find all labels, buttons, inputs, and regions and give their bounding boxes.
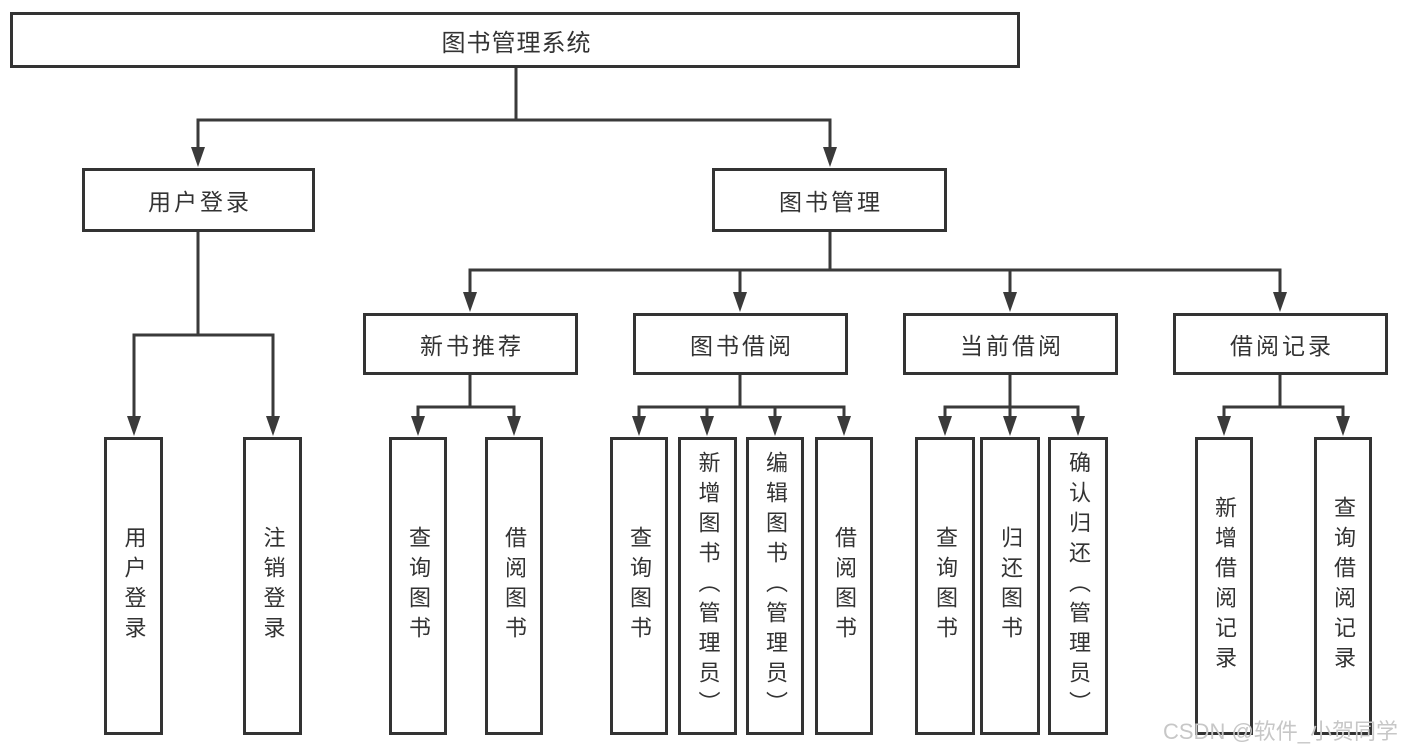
- node-new-book-recommend: 新书推荐: [363, 313, 578, 375]
- leaf-return-books-label: 归还图书: [998, 526, 1023, 646]
- connector-book-mgmt-split: [468, 230, 1282, 297]
- leaf-query-books-recommend-label: 查询图书: [406, 526, 431, 646]
- connector-user-login-split: [132, 230, 275, 421]
- node-library-system-label: 图书管理系统: [441, 29, 592, 57]
- connector-recommend-split: [416, 373, 516, 421]
- node-user-login: 用户登录: [82, 168, 315, 232]
- node-current-borrowing: 当前借阅: [903, 313, 1118, 375]
- connector-paths: [132, 66, 1345, 421]
- arrowhead-icon: [1273, 292, 1287, 312]
- leaf-user-login-label: 用户登录: [121, 526, 147, 646]
- arrowhead-icon: [733, 292, 747, 312]
- connector-root-to-level2: [196, 66, 832, 152]
- arrowhead-icon: [411, 416, 425, 436]
- node-user-login-label: 用户登录: [148, 189, 252, 215]
- leaf-confirm-return-admin: 确认归还（管理员）: [1048, 437, 1108, 735]
- arrowhead-icon: [191, 147, 205, 167]
- node-current-borrowing-label: 当前借阅: [960, 333, 1064, 359]
- arrowhead-icon: [1217, 416, 1231, 436]
- arrowhead-icon: [768, 416, 782, 436]
- leaf-add-books-admin-label: 新增图书（管理员）: [695, 451, 721, 721]
- leaf-borrow-books-recommend: 借阅图书: [485, 437, 543, 735]
- arrowhead-icon: [1003, 416, 1017, 436]
- arrowhead-icon: [823, 147, 837, 167]
- arrowhead-icon: [1003, 292, 1017, 312]
- node-borrowing-records: 借阅记录: [1173, 313, 1388, 375]
- arrowhead-icon: [507, 416, 521, 436]
- leaf-query-books-borrowing-label: 查询图书: [627, 526, 652, 646]
- leaf-query-borrow-record: 查询借阅记录: [1314, 437, 1372, 735]
- leaf-edit-books-admin: 编辑图书（管理员）: [746, 437, 804, 735]
- leaf-return-books: 归还图书: [980, 437, 1040, 735]
- arrowhead-icon: [1071, 416, 1085, 436]
- node-book-management-label: 图书管理: [779, 189, 883, 215]
- leaf-user-login: 用户登录: [104, 437, 163, 735]
- leaf-query-books-current-label: 查询图书: [933, 526, 958, 646]
- node-borrowing-records-label: 借阅记录: [1230, 333, 1334, 359]
- leaf-confirm-return-admin-label: 确认归还（管理员）: [1066, 451, 1091, 721]
- leaf-query-books-borrowing: 查询图书: [610, 437, 668, 735]
- leaf-query-borrow-record-label: 查询借阅记录: [1331, 496, 1356, 676]
- arrowhead-icon: [1336, 416, 1350, 436]
- arrowhead-icon: [837, 416, 851, 436]
- connector-borrowing-split: [637, 373, 846, 421]
- arrowhead-icon: [463, 292, 477, 312]
- node-library-system: 图书管理系统: [10, 12, 1020, 68]
- arrowhead-icon: [266, 416, 280, 436]
- leaf-logout-label: 注销登录: [260, 526, 286, 646]
- connector-current-split: [943, 373, 1080, 421]
- watermark: CSDN @软件_小贺同学: [1163, 719, 1399, 744]
- arrowhead-icon: [700, 416, 714, 436]
- connector-records-split: [1222, 373, 1345, 421]
- leaf-add-books-admin: 新增图书（管理员）: [678, 437, 737, 735]
- arrowhead-icon: [938, 416, 952, 436]
- arrowhead-icon: [127, 416, 141, 436]
- leaf-query-books-current: 查询图书: [915, 437, 975, 735]
- arrowheads: [127, 147, 1350, 436]
- node-book-borrowing: 图书借阅: [633, 313, 848, 375]
- node-book-borrowing-label: 图书借阅: [690, 333, 794, 359]
- leaf-edit-books-admin-label: 编辑图书（管理员）: [763, 451, 788, 721]
- leaf-borrow-books-borrowing: 借阅图书: [815, 437, 873, 735]
- leaf-add-borrow-record: 新增借阅记录: [1195, 437, 1253, 735]
- leaf-query-books-recommend: 查询图书: [389, 437, 447, 735]
- arrowhead-icon: [632, 416, 646, 436]
- node-new-book-recommend-label: 新书推荐: [420, 333, 524, 359]
- node-book-management: 图书管理: [712, 168, 947, 232]
- leaf-add-borrow-record-label: 新增借阅记录: [1212, 496, 1237, 676]
- leaf-logout: 注销登录: [243, 437, 302, 735]
- leaf-borrow-books-recommend-label: 借阅图书: [502, 526, 527, 646]
- leaf-borrow-books-borrowing-label: 借阅图书: [832, 526, 857, 646]
